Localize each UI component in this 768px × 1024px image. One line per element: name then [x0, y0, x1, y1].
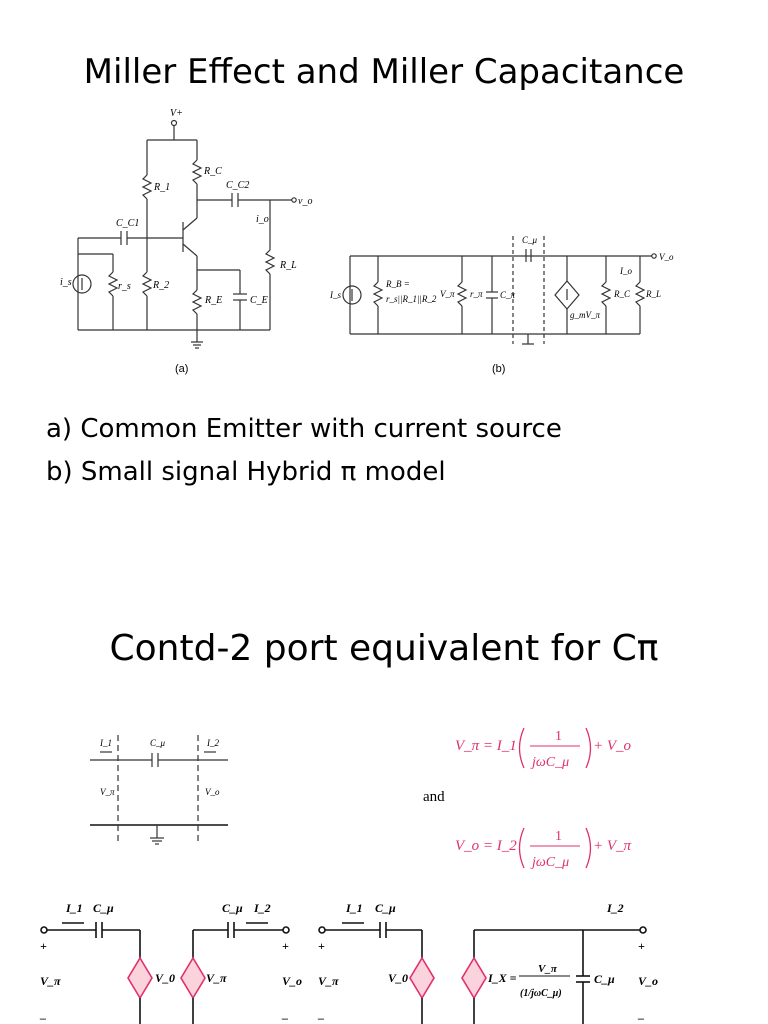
br-ix-num: V_π	[538, 963, 558, 975]
br-vo: V_0	[388, 971, 408, 985]
i2-label: I_2	[206, 738, 219, 748]
bullet-b: b) Small signal Hybrid π model	[46, 457, 446, 487]
vo-label-b: V_o	[659, 252, 674, 262]
figure-a-caption: (a)	[175, 363, 188, 375]
bl-i1: I_1	[65, 901, 83, 915]
eq1-lhs: V_π = I_1	[455, 738, 517, 754]
gm-label: g_mV_π	[570, 310, 600, 320]
br-ix: I_X =	[487, 971, 517, 985]
bl-vpi: V_π	[40, 974, 61, 988]
br-minus-2: –	[637, 1011, 644, 1024]
slide1-title: Miller Effect and Miller Capacitance	[83, 52, 685, 92]
figure-a-labels: V+ R_C R_1 C_C2 v_o C_C1 i_o R_L i_s r_s…	[60, 108, 312, 306]
bullet-a: a) Common Emitter with current source	[46, 414, 562, 444]
bl-cmu: C_μ	[93, 901, 114, 915]
rl-label: R_L	[279, 260, 297, 271]
vcc-label: V+	[170, 108, 183, 119]
slide2-title: Contd-2 port equivalent for Cπ	[109, 628, 659, 669]
vpi-label-2: V_π	[100, 787, 115, 797]
rb2-label: r_s||R_1||R_2	[386, 294, 437, 304]
br-vpi: V_π	[318, 974, 339, 988]
rc-label: R_C	[203, 166, 222, 177]
br-cmu: C_μ	[375, 901, 396, 915]
br-i2: I_2	[606, 901, 624, 915]
bl-cmu-2: C_μ	[222, 901, 243, 915]
br-plus: +	[318, 939, 325, 953]
cc2-label: C_C2	[226, 180, 249, 191]
twoport-labels: I_1 C_μ I_2 V_π V_o	[99, 738, 220, 797]
i1-label: I_1	[99, 738, 112, 748]
bl-vo-right: V_o	[282, 974, 302, 988]
rc-label-b: R_C	[613, 289, 631, 299]
and-text: and	[423, 789, 445, 805]
rb-label: R_B =	[385, 279, 410, 289]
io-label: i_o	[256, 214, 269, 225]
br-minus: –	[317, 1011, 324, 1024]
ce-label: C_E	[250, 295, 268, 306]
br-i1: I_1	[345, 901, 363, 915]
eq1-tail: + V_o	[593, 738, 632, 754]
bl-plus-2: +	[282, 939, 289, 953]
figure-b-circuit	[342, 236, 657, 345]
bullet-list: a) Common Emitter with current source b)…	[46, 408, 562, 494]
rs-label: r_s	[118, 281, 131, 292]
vo-label-2: V_o	[205, 787, 220, 797]
bl-minus-2: –	[281, 1011, 288, 1024]
bottom-labels: I_1 C_μ + V_π – V_0 V_π C_μ I_2 + V_o – …	[39, 901, 658, 1024]
cmu-label: C_μ	[522, 235, 538, 245]
eq1-numerator: 1	[555, 729, 562, 744]
br-cmu-2: C_μ	[594, 972, 615, 986]
br-vo-right: V_o	[638, 974, 658, 988]
equation-2: V_o = I_2 1 jωC_μ + V_π	[455, 827, 632, 870]
is-label: i_s	[60, 277, 72, 288]
equation-1: V_π = I_1 1 jωC_μ + V_o	[455, 727, 632, 770]
r2-label: R_2	[152, 280, 169, 291]
eq2-numerator: 1	[555, 829, 562, 844]
br-plus-2: +	[638, 939, 645, 953]
eq2-tail: + V_π	[593, 838, 632, 854]
bottom-right-circuit	[318, 922, 647, 1024]
io-label-b: I_o	[619, 266, 632, 276]
br-ix-den: (1/jωC_μ)	[520, 988, 562, 999]
vpi-label: V_π	[440, 289, 455, 299]
cc1-label: C_C1	[116, 218, 139, 229]
bl-minus: –	[39, 1011, 46, 1024]
bl-i2: I_2	[253, 901, 271, 915]
twoport-circuit	[90, 735, 228, 845]
figure-b-caption: (b)	[492, 363, 505, 375]
vo-label: v_o	[298, 196, 312, 207]
is-label-b: I_s	[329, 290, 341, 300]
eq1-denominator: jωC_μ	[530, 755, 569, 770]
r1-label: R_1	[153, 182, 170, 193]
re-label: R_E	[204, 295, 222, 306]
rl-label-b: R_L	[645, 289, 661, 299]
rpi-label: r_π	[470, 289, 483, 299]
eq2-denominator: jωC_μ	[530, 855, 569, 870]
bl-plus: +	[40, 939, 47, 953]
bottom-left-circuit	[40, 922, 290, 1024]
bl-vo: V_0	[155, 971, 175, 985]
figure-b-labels: C_μ V_o I_o I_s R_B = r_s||R_1||R_2 V_π …	[329, 235, 674, 320]
cmu-label-2: C_μ	[150, 738, 166, 748]
eq2-lhs: V_o = I_2	[455, 838, 517, 854]
cpi-label: C_π	[500, 290, 516, 300]
figure-a-circuit	[72, 119, 297, 349]
bl-vpi-2: V_π	[206, 971, 227, 985]
